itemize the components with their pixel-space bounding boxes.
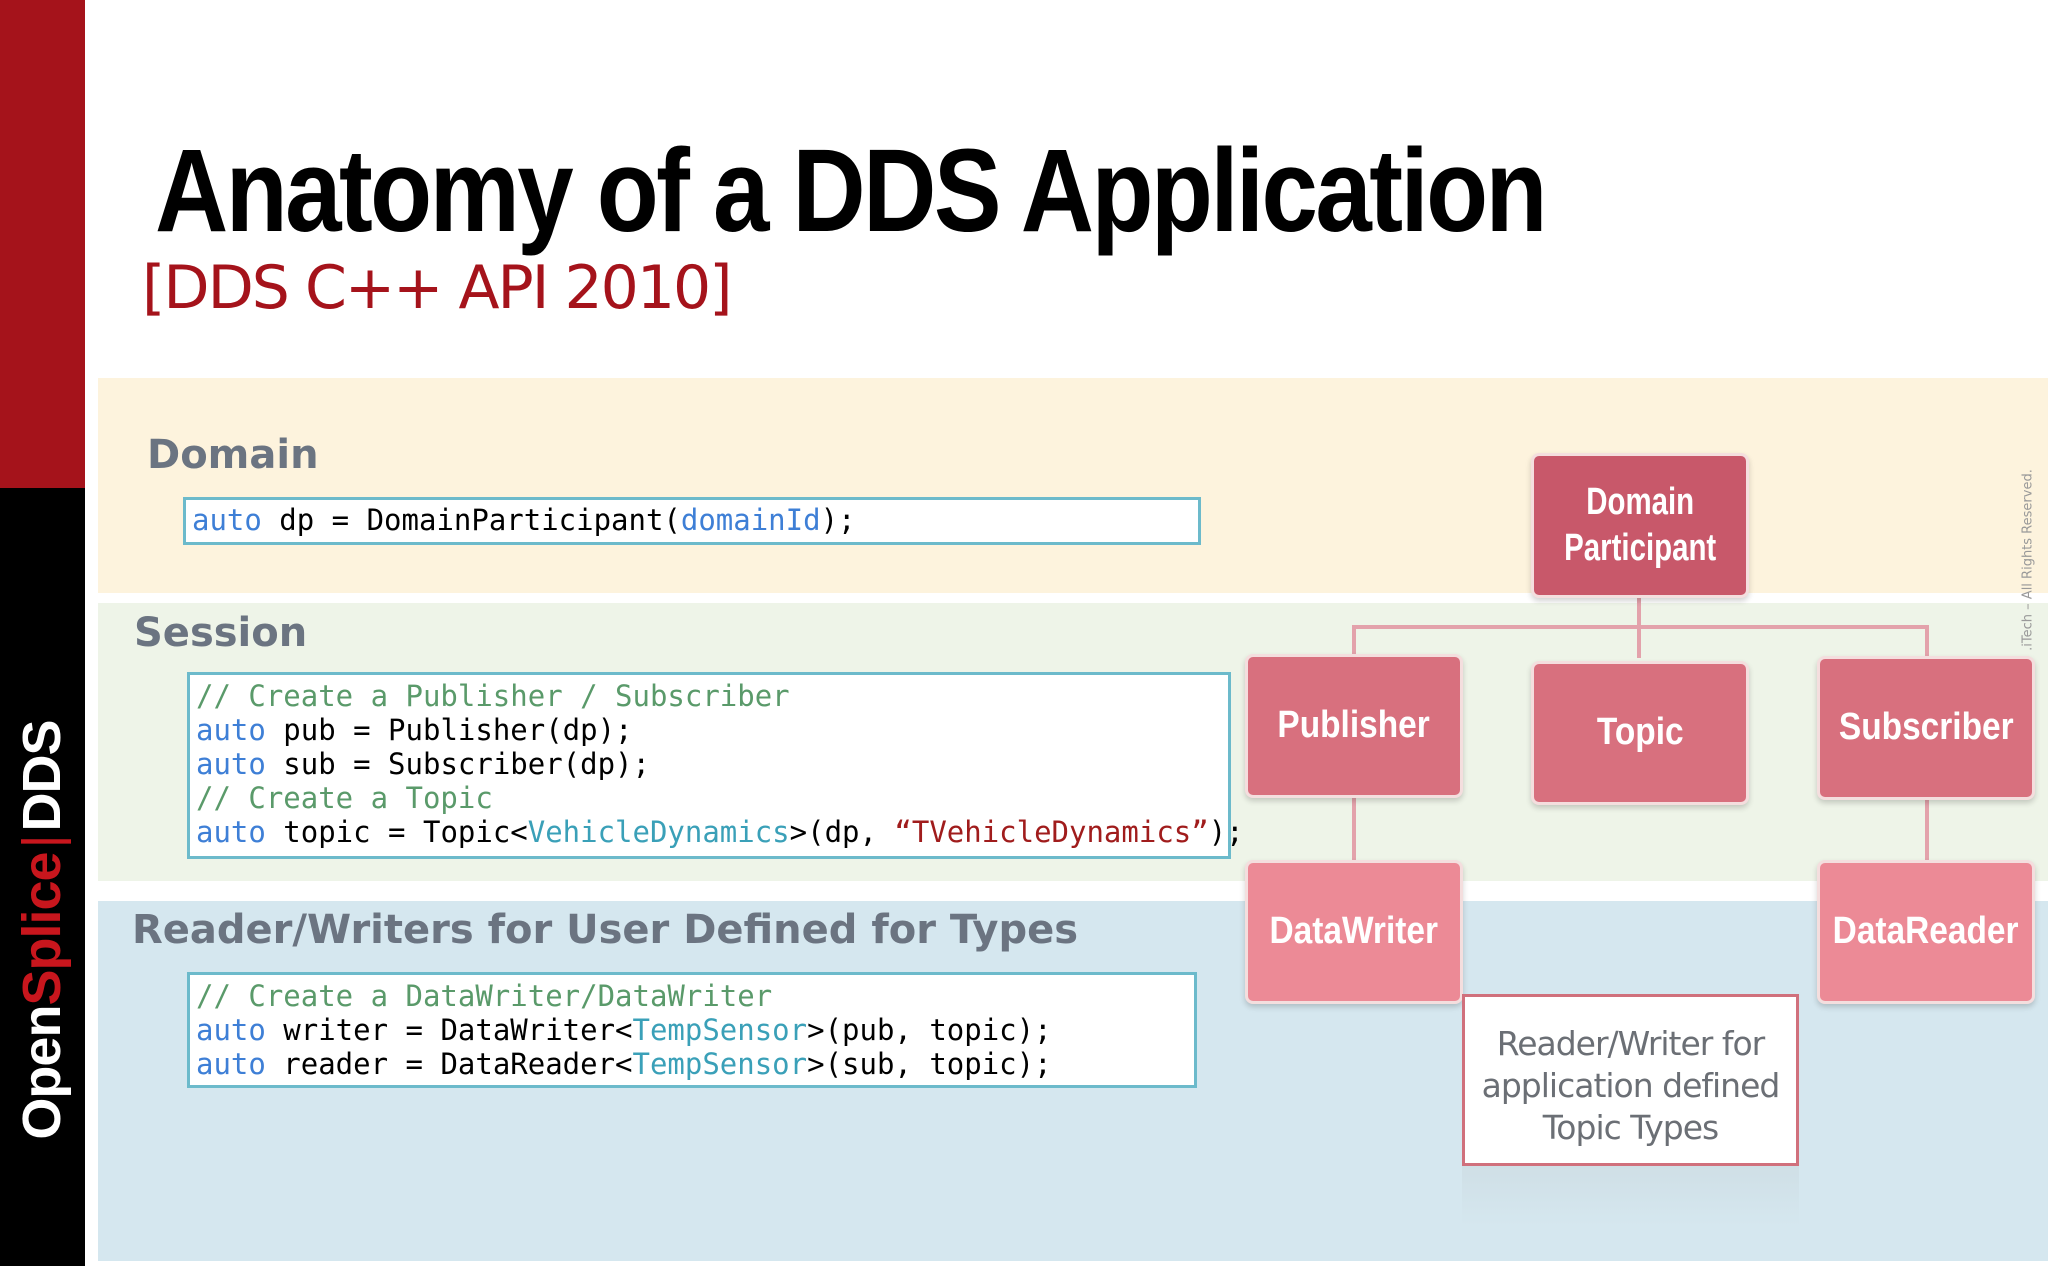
code-token: auto <box>196 815 266 849</box>
dp-label-line2: Participant <box>1563 526 1717 569</box>
code-token: writer = DataWriter< <box>265 1013 633 1047</box>
code-token: VehicleDynamics <box>527 815 790 849</box>
connector-horizontal <box>1352 625 1929 629</box>
brand-dds: DDS <box>12 720 72 832</box>
code-token: auto <box>196 1047 266 1081</box>
code-line: // Create a Topic <box>196 781 1222 815</box>
code-line: auto reader = DataReader<TempSensor>(sub… <box>196 1047 1188 1081</box>
code-token: auto <box>192 503 262 537</box>
connector-subscriber-reader <box>1925 798 1929 860</box>
code-line: // Create a Publisher / Subscriber <box>196 679 1222 713</box>
page-title: Anatomy of a DDS Application <box>155 125 1547 257</box>
subscriber-node: Subscriber <box>1817 656 2035 800</box>
sidebar-black-block <box>0 488 85 1266</box>
code-line: auto topic = Topic<VehicleDynamics>(dp, … <box>196 815 1244 849</box>
datareader-label: DataReader <box>1833 910 2019 953</box>
brand-open: Open <box>12 1005 72 1140</box>
note-shadow <box>1462 1166 1799 1226</box>
code-token: reader = DataReader< <box>265 1047 633 1081</box>
topic-label: Topic <box>1596 711 1684 754</box>
brand-separator: | <box>12 835 72 849</box>
subscriber-label: Subscriber <box>1838 706 2014 749</box>
code-token: auto <box>196 747 266 781</box>
connector-to-publisher <box>1352 625 1356 658</box>
note-line-1: Reader/Writer for <box>1496 1024 1765 1063</box>
code-token: ); <box>820 503 856 537</box>
code-token: ); <box>1208 815 1244 849</box>
code-token: // Create a Topic <box>196 781 493 815</box>
code-token: “TVehicleDynamics” <box>894 815 1209 849</box>
code-token: auto <box>196 713 266 747</box>
code-line: auto dp = DomainParticipant(domainId); <box>192 503 1192 537</box>
code-token: // Create a DataWriter/DataWriter <box>196 979 773 1013</box>
domain-code-block: auto dp = DomainParticipant(domainId); <box>183 497 1201 545</box>
session-section-label: Session <box>134 610 308 656</box>
code-token: sub = Subscriber(dp); <box>265 747 650 781</box>
topic-node: Topic <box>1531 661 1749 805</box>
connector-to-subscriber <box>1925 625 1929 658</box>
code-token: pub = Publisher(dp); <box>265 713 633 747</box>
code-token: >(dp, <box>789 815 895 849</box>
code-token: >(pub, topic); <box>807 1013 1052 1047</box>
domain-band <box>98 378 2048 593</box>
rw-section-label: Reader/Writers for User Defined for Type… <box>132 907 1079 953</box>
copyright-notice: .iTech – All Rights Reserved. <box>2020 469 2036 651</box>
brand-splice: Splice <box>12 852 72 1006</box>
code-token: // Create a Publisher / Subscriber <box>196 679 790 713</box>
publisher-node: Publisher <box>1245 654 1463 798</box>
note-line-2: application defined <box>1481 1066 1781 1105</box>
reader-writer-note: Reader/Writer for application defined To… <box>1462 994 1799 1166</box>
sidebar-red-block <box>0 0 85 488</box>
code-line: auto sub = Subscriber(dp); <box>196 747 1222 781</box>
datawriter-node: DataWriter <box>1245 860 1463 1004</box>
page-subtitle: [DDS C++ API 2010] <box>142 253 733 323</box>
datawriter-label: DataWriter <box>1269 910 1439 953</box>
code-token: auto <box>196 1013 266 1047</box>
dp-label-line1: Domain <box>1586 480 1694 523</box>
code-line: // Create a DataWriter/DataWriter <box>196 979 1188 1013</box>
code-token: topic = Topic< <box>265 815 528 849</box>
publisher-label: Publisher <box>1277 704 1431 747</box>
domain-section-label: Domain <box>147 432 319 478</box>
code-token: domainId <box>680 503 821 537</box>
code-line: auto writer = DataWriter<TempSensor>(pub… <box>196 1013 1188 1047</box>
code-token: TempSensor <box>632 1013 808 1047</box>
brand-logo: OpenSplice | DDS <box>11 720 73 1139</box>
code-line: auto pub = Publisher(dp); <box>196 713 1222 747</box>
datareader-node: DataReader <box>1817 860 2035 1004</box>
code-token: dp = DomainParticipant( <box>261 503 681 537</box>
code-token: TempSensor <box>632 1047 808 1081</box>
connector-publisher-writer <box>1352 798 1356 860</box>
note-line-3: Topic Types <box>1542 1108 1719 1147</box>
code-token: >(sub, topic); <box>807 1047 1052 1081</box>
